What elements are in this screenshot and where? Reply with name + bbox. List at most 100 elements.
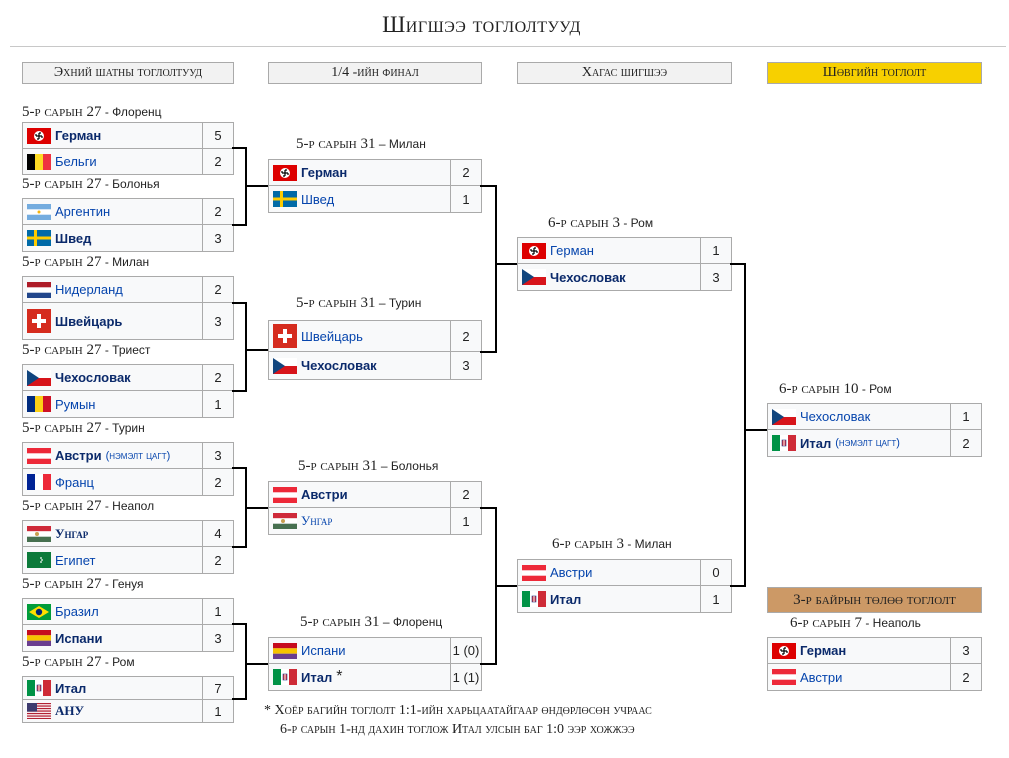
match-header: 6-р сарын 3 - Ром (548, 215, 654, 231)
team-name[interactable]: Чехословак (550, 269, 626, 285)
nazi-germany-flag-icon (27, 127, 51, 144)
team-name[interactable]: Итал (55, 680, 87, 696)
team-score: 3 (214, 313, 222, 329)
team-name[interactable]: Австри (55, 448, 102, 463)
team-row: Австри 2 (768, 664, 981, 690)
team-score: 1 (1) (452, 669, 480, 685)
match-box: Аргентин 2 Швед 3 (22, 198, 234, 252)
team-row: Чехословак 2 (23, 365, 233, 391)
team-name[interactable]: Бельги (55, 154, 97, 169)
match-header: 5-р сарын 27 - Неапол (22, 498, 155, 514)
match-box: Нидерланд 2 Швейцарь 3 (22, 276, 234, 340)
team-row: Чехословак 1 (768, 404, 981, 430)
team-score: 0 (712, 565, 720, 580)
team-name[interactable]: Аргентин (55, 204, 111, 219)
match-header: 5-р сарын 31 – Флоренц (300, 614, 443, 630)
egypt-kingdom-flag-icon (27, 552, 51, 568)
replay-footnote-marker: * (336, 668, 343, 685)
match-header: 5-р сарын 31 – Милан (296, 136, 426, 152)
team-score: 2 (214, 370, 222, 385)
team-score: 1 (214, 396, 222, 412)
team-name[interactable]: Австри (550, 565, 593, 580)
team-name[interactable]: Румын (55, 396, 96, 412)
match-box: Итал 7 АНУ 1 (22, 676, 234, 723)
team-row: Швейцарь 3 (23, 303, 233, 339)
austria-flag-icon (522, 564, 546, 581)
italy-kingdom-flag-icon (522, 591, 546, 607)
match-header: 5-р сарын 27 - Флоренц (22, 104, 162, 120)
team-name[interactable]: Герман (55, 128, 102, 143)
hungary-flag-icon (27, 525, 51, 542)
team-name[interactable]: Унгар (55, 525, 89, 541)
team-name[interactable]: Итал (800, 435, 832, 451)
team-name[interactable]: Испани (55, 630, 103, 646)
team-name[interactable]: Чехословак (800, 409, 871, 424)
team-name[interactable]: Герман (800, 643, 847, 658)
team-row: Швед 3 (23, 225, 233, 251)
team-name[interactable]: Герман (301, 165, 348, 180)
team-row: Нидерланд 2 (23, 277, 233, 303)
team-row: Испани 3 (23, 625, 233, 651)
extra-time-note[interactable]: (нэмэлт цагт) (835, 437, 900, 449)
team-score: 3 (214, 448, 222, 463)
team-score: 2 (214, 204, 222, 219)
team-name[interactable]: Швед (55, 230, 92, 246)
match-header: 5-р сарын 27 - Триест (22, 342, 151, 358)
hungary-flag-icon (273, 513, 297, 529)
team-score: 2 (214, 552, 222, 568)
italy-kingdom-flag-icon (273, 669, 297, 685)
romania-flag-icon (27, 396, 51, 412)
team-score: 2 (962, 669, 970, 685)
team-row: Герман 1 (518, 238, 731, 264)
team-name[interactable]: Герман (550, 243, 594, 258)
team-score: 2 (462, 487, 470, 502)
match-header: 5-р сарын 27 - Генуя (22, 576, 144, 592)
match-header: 5-р сарын 27 - Милан (22, 254, 150, 270)
switzerland-flag-icon (27, 309, 51, 333)
team-name[interactable]: Нидерланд (55, 282, 123, 297)
team-row: Швед 1 (269, 186, 481, 212)
team-score: 7 (214, 680, 222, 696)
team-name[interactable]: Чехословак (301, 358, 377, 373)
team-name[interactable]: Швейцарь (55, 313, 123, 329)
team-score: 1 (214, 703, 222, 719)
team-row: Бельги 2 (23, 149, 233, 174)
round-header-qf: 1/4 -ийн финал (268, 62, 482, 84)
team-name[interactable]: Франц (55, 474, 94, 490)
belgium-flag-icon (27, 153, 51, 170)
team-name[interactable]: Швейцарь (301, 328, 363, 344)
italy-kingdom-flag-icon (27, 680, 51, 696)
team-row: Аргентин 2 (23, 199, 233, 225)
team-score: 1 (462, 191, 470, 207)
page-title: Шигшээ тоглолтууд (382, 12, 581, 37)
match-header: 5-р сарын 31 – Болонья (298, 458, 439, 474)
team-score: 1 (962, 409, 970, 424)
austria-flag-icon (772, 669, 796, 685)
team-row: Герман 2 (269, 160, 481, 186)
team-name[interactable]: Испани (301, 643, 346, 658)
team-name[interactable]: Унгар (301, 513, 333, 528)
match-box: Унгар 4 Египет 2 (22, 520, 234, 574)
match-box: Герман 5 Бельги 2 (22, 122, 234, 175)
team-row: Герман 3 (768, 638, 981, 664)
team-name[interactable]: Австри (301, 487, 348, 502)
team-name[interactable]: Швед (301, 191, 335, 207)
extra-time-note[interactable]: (нэмэлт цагт) (105, 449, 171, 462)
team-score: 2 (214, 474, 222, 490)
match-header: 6-р сарын 10 - Ром (779, 381, 892, 397)
france-flag-icon (27, 474, 51, 490)
match-box: Испани 1 (0) Итал* 1 (1) (268, 637, 482, 691)
team-name[interactable]: Итал (550, 591, 582, 607)
team-row: Франц 2 (23, 469, 233, 495)
team-name[interactable]: Итал (301, 669, 333, 685)
team-name[interactable]: Египет (55, 552, 96, 568)
team-name[interactable]: Австри (800, 669, 843, 685)
team-row: Итал 1 (518, 586, 731, 612)
nazi-germany-flag-icon (772, 642, 796, 659)
team-name[interactable]: Чехословак (55, 370, 131, 385)
team-name[interactable]: АНУ (55, 703, 85, 718)
team-row: Бразил 1 (23, 599, 233, 625)
team-score: 3 (214, 230, 222, 246)
team-name[interactable]: Бразил (55, 604, 99, 619)
